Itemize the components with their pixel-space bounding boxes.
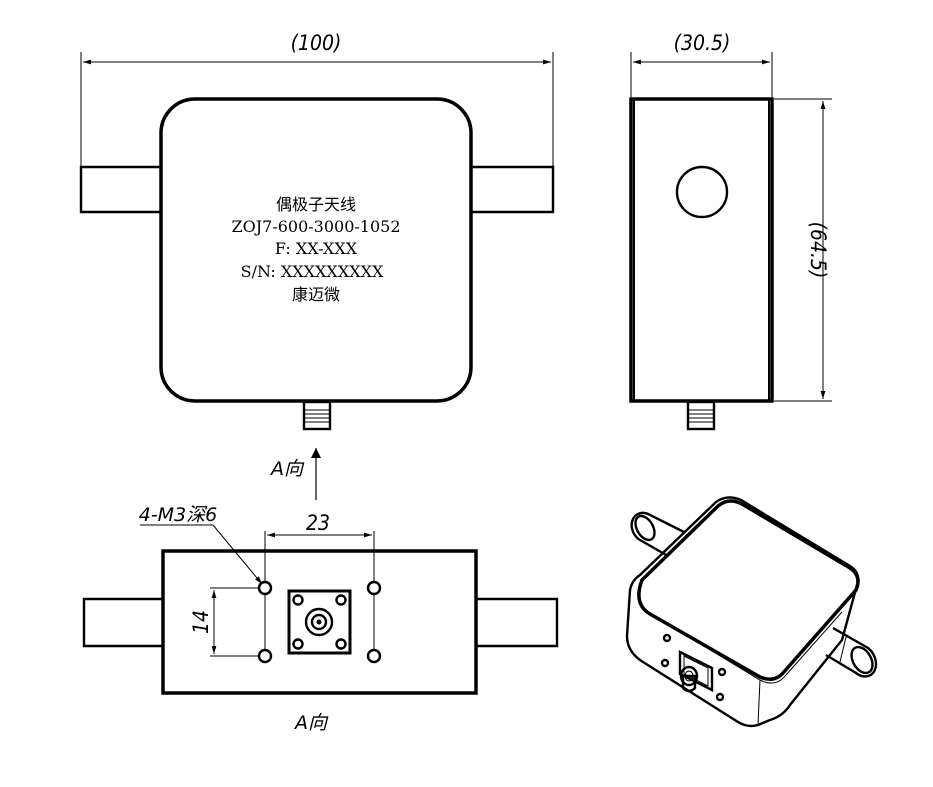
- iso-left-tube: [630, 511, 685, 558]
- label-serial-number: S/N: XXXXXXXXX: [241, 262, 384, 281]
- side-body: [629, 97, 774, 403]
- iso-front-features: [660, 633, 727, 702]
- bottom-right-tube: [476, 597, 559, 648]
- dimension-hole-spacing-v: 14: [189, 590, 217, 654]
- hole-callout: 4-M3深6: [139, 504, 263, 585]
- front-view: 偶极子天线 ZOJ7-600-3000-1052 F: XX-XXX S/N: …: [79, 31, 555, 431]
- isometric-view: [625, 496, 878, 728]
- mounting-holes: [210, 531, 382, 664]
- label-frequency: F: XX-XXX: [275, 239, 358, 258]
- bottom-left-tube: [82, 597, 163, 648]
- dimension-depth: (30.5): [630, 31, 773, 97]
- side-view: (30.5) (64.5): [629, 31, 832, 431]
- dimension-width-value: (100): [291, 31, 342, 55]
- front-left-tube: [79, 165, 161, 214]
- view-direction-arrow: A向: [269, 448, 321, 500]
- label-product-name: 偶极子天线: [276, 195, 356, 214]
- iso-right-tube: [825, 626, 878, 678]
- dimension-depth-value: (30.5): [674, 31, 731, 55]
- front-sma-connector: [302, 400, 332, 431]
- side-tube-end: [675, 165, 729, 219]
- iso-body-outline: [625, 496, 860, 728]
- front-right-tube: [471, 165, 555, 214]
- view-name-label: A向: [293, 712, 329, 734]
- dimension-overall-width: (100): [80, 31, 554, 167]
- iso-top-face: [637, 499, 860, 681]
- bottom-body: [161, 549, 478, 695]
- iso-right-edge: [785, 611, 843, 676]
- hole-callout-text: 4-M3深6: [139, 504, 218, 526]
- bottom-view: 23 14 4-M3深6 A向: [82, 504, 559, 734]
- label-manufacturer: 康迈微: [292, 285, 340, 304]
- dimension-hole-spacing-h: 23: [267, 511, 372, 538]
- dimension-hole-spacing-h-value: 23: [306, 511, 330, 535]
- iso-corner-edge: [757, 679, 761, 725]
- label-model-number: ZOJ7-600-3000-1052: [231, 217, 400, 236]
- dimension-hole-spacing-v-value: 14: [189, 610, 213, 634]
- side-sma-connector: [686, 400, 716, 431]
- bottom-connector-flange: [287, 589, 352, 655]
- dimension-height: (64.5): [774, 98, 832, 402]
- view-arrow-label: A向: [269, 458, 305, 480]
- dimension-height-value: (64.5): [806, 222, 830, 279]
